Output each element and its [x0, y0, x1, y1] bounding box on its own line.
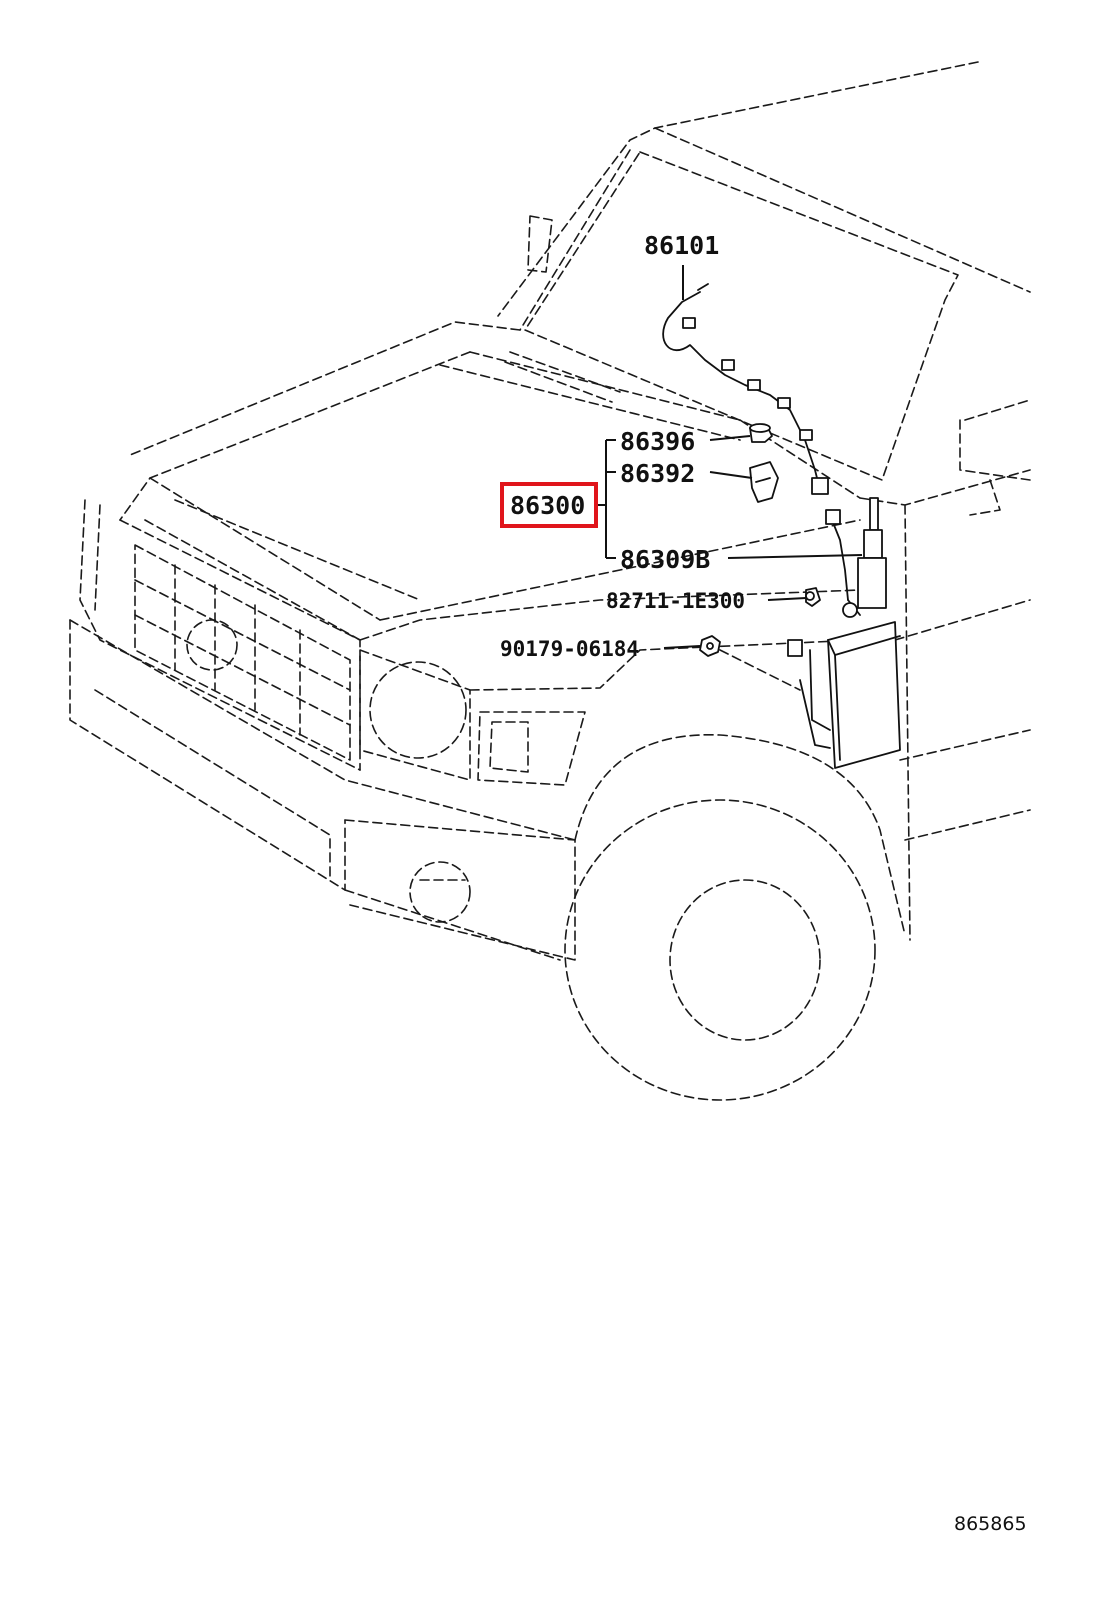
antenna-cord-part	[662, 283, 829, 495]
antenna-pole-part	[825, 497, 887, 618]
antenna-amplifier-part	[787, 621, 901, 769]
holder-part	[749, 461, 779, 503]
highlight-box	[500, 482, 598, 528]
diagram-id: 865865	[954, 1513, 1027, 1535]
callout-86396[interactable]: 86396	[620, 427, 695, 456]
callout-86101[interactable]: 86101	[644, 231, 719, 260]
clamp-part	[805, 587, 821, 607]
nut-part	[699, 635, 801, 691]
callout-90179-06184[interactable]: 90179-06184	[500, 637, 639, 661]
callout-86392[interactable]: 86392	[620, 459, 695, 488]
callout-86309b[interactable]: 86309B	[620, 545, 710, 574]
callout-86300[interactable]: 86300	[510, 491, 585, 520]
cap-part	[749, 423, 773, 443]
vehicle-outline	[69, 61, 1031, 1101]
callout-82711-1e300[interactable]: 82711-1E300	[606, 589, 745, 613]
